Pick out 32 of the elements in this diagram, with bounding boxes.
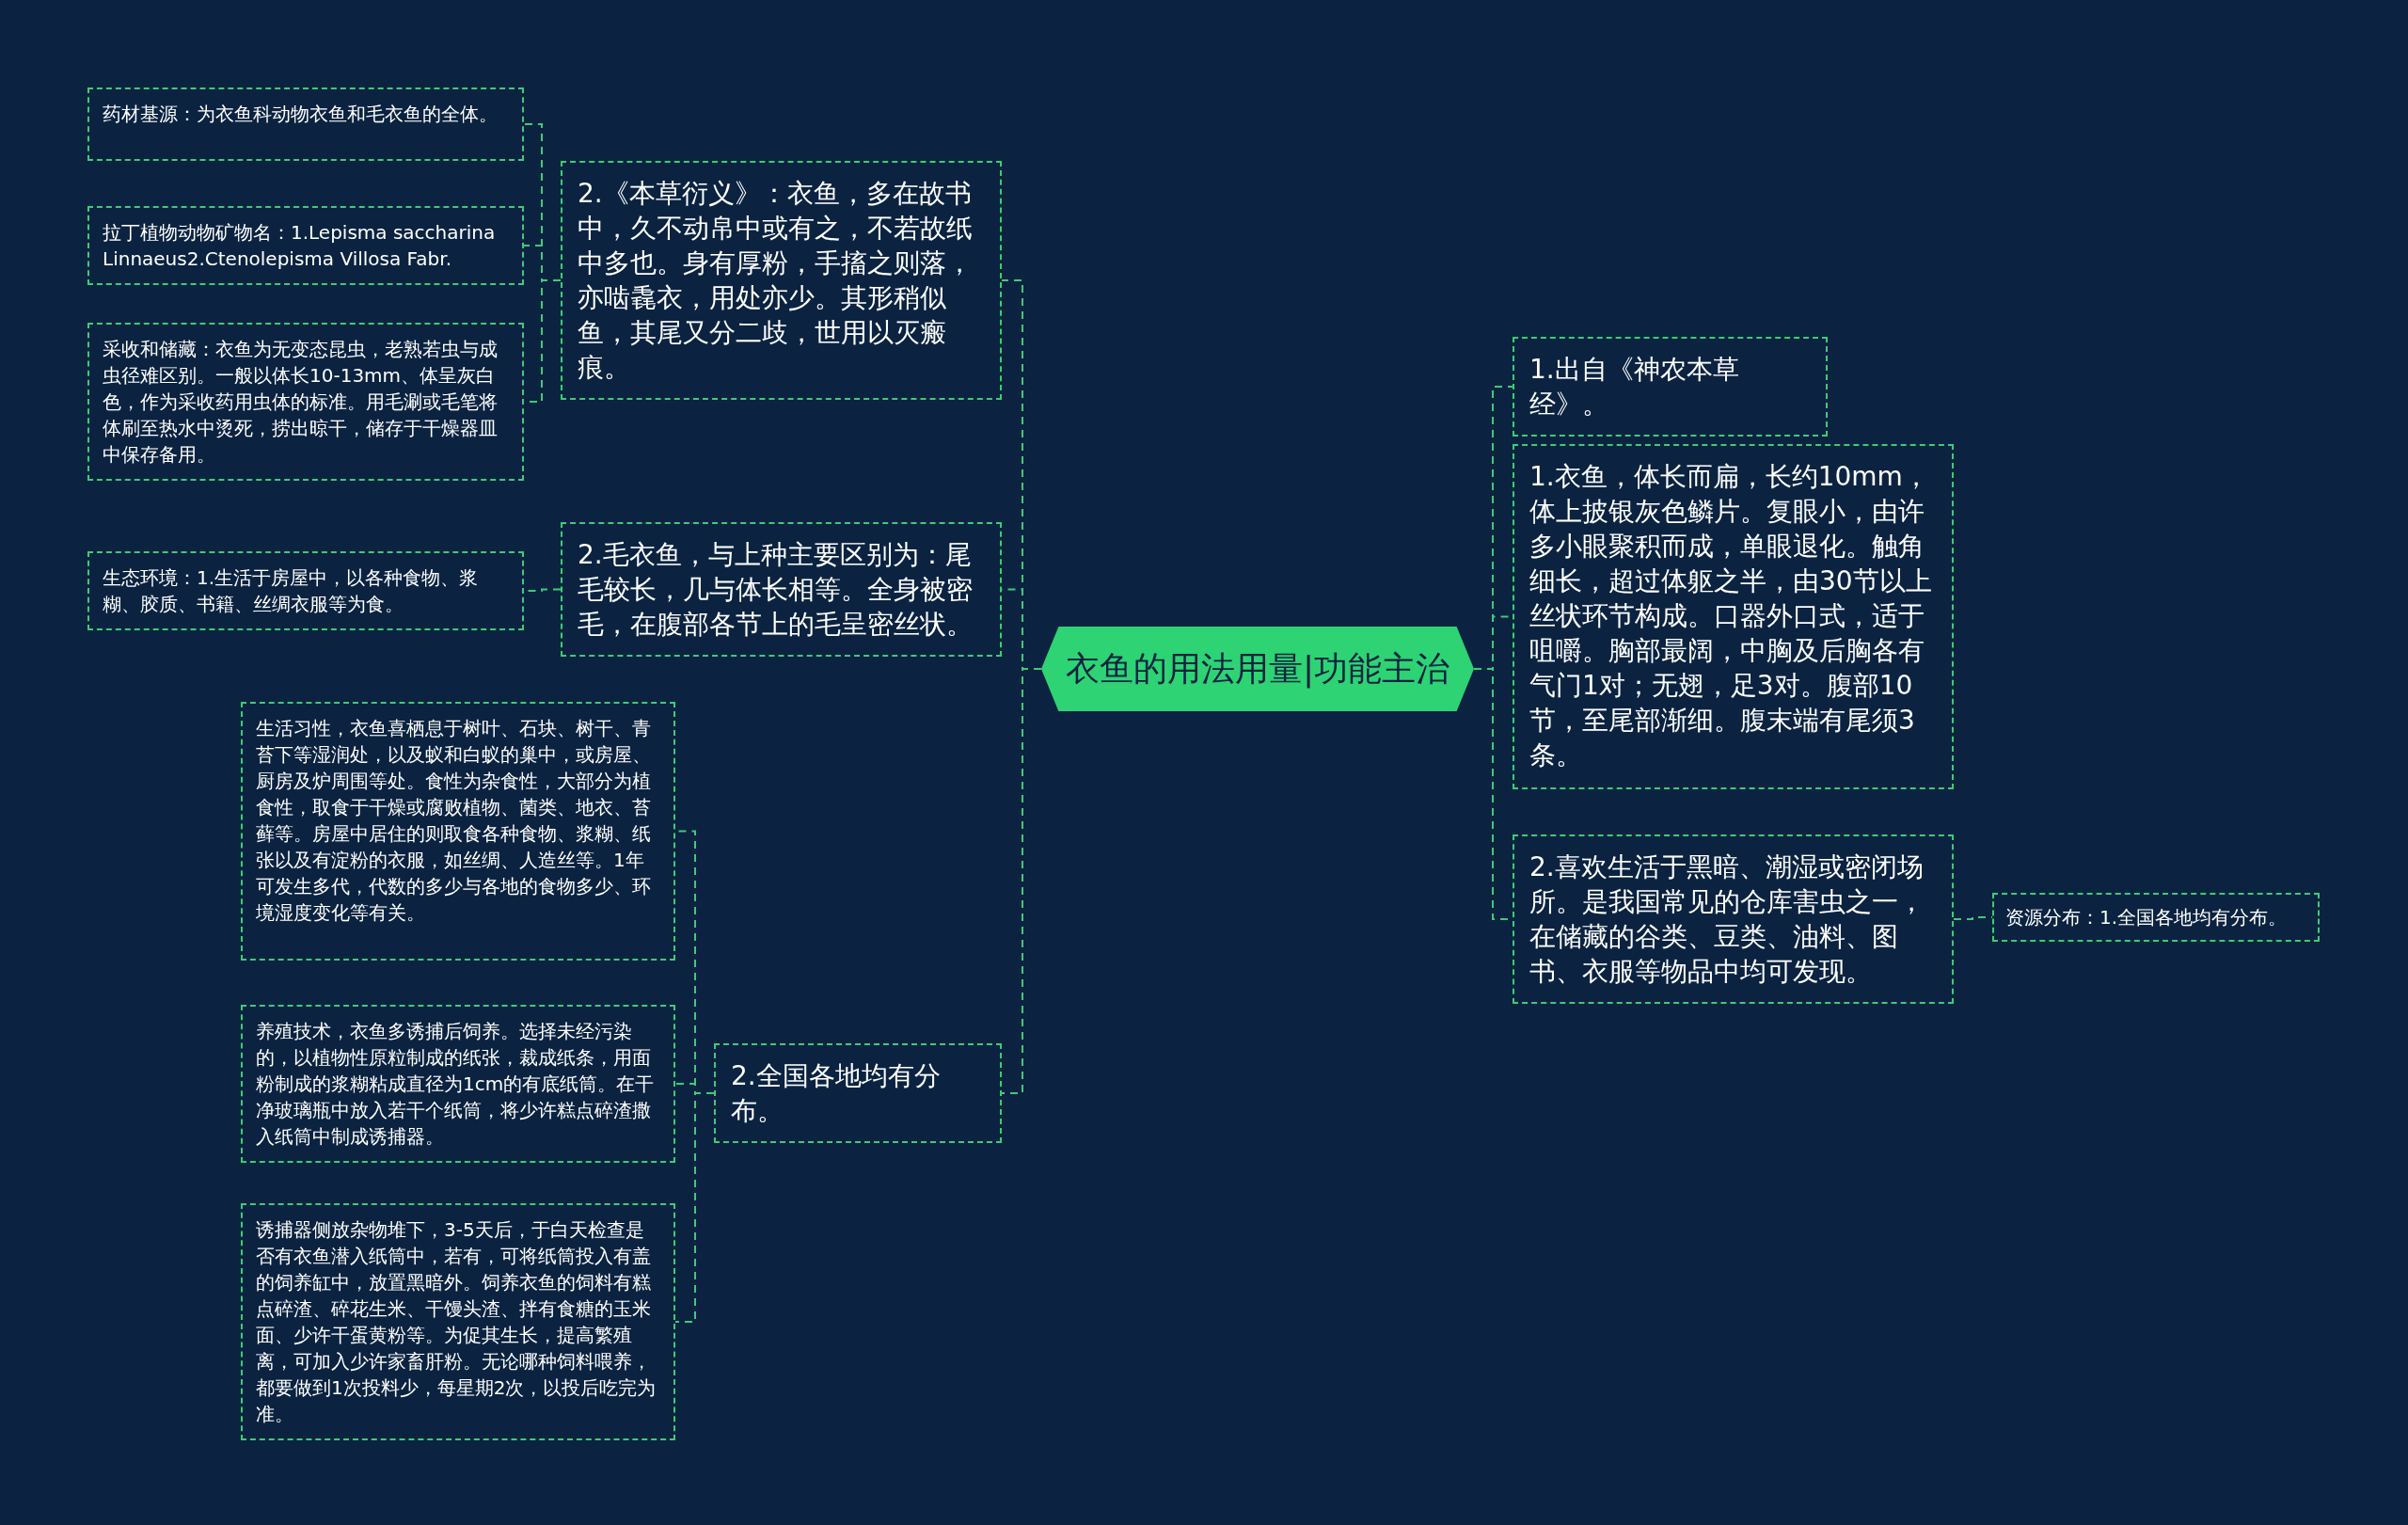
topic-text: 养殖技术，衣鱼多诱捕后饲养。选择未经污染的，以植物性原粒制成的纸张，裁成纸条，用面粉制成的浆糊粘成直径为1cm的有底纸筒。在干净玻璃瓶中放入若干个纸筒，将少许糕点碎渣撒入纸筒中制成诱捕器。 bbox=[256, 1019, 656, 1150]
connector-line bbox=[1953, 916, 1993, 920]
topic-text: 2.毛衣鱼，与上种主要区别为：尾毛较长，几与体长相等。全身被密毛，在腹部各节上的毛呈密丝状。 bbox=[578, 538, 974, 642]
topic-text: 衣鱼的用法用量|功能主治 bbox=[1065, 648, 1450, 690]
topic-text: 生活习性，衣鱼喜栖息于树叶、石块、树干、青苔下等湿润处，以及蚁和白蚁的巢中，或房屋、厨房及炉周围等处。食性为杂食性，大部分为植食性，取食于干燥或腐败植物、菌类、地衣、苔藓等。房屋中居住的则取食各种食物、浆糊、纸张以及有淀粉的衣服，如丝绸、人造丝等。1年可发生多代，代数的多少与各地的食物多少、环境湿度变化等有关。 bbox=[256, 716, 652, 926]
topic-text: 拉丁植物动物矿物名：1.Lepisma saccharina Linnaeus2.Ctenolepisma Villosa Fabr. bbox=[103, 220, 497, 272]
topic-box bbox=[1513, 834, 1954, 1004]
topic-box bbox=[241, 1005, 675, 1163]
connector-line bbox=[674, 1092, 715, 1323]
topic-text: 1.出自《神农本草经》。 bbox=[1529, 353, 1740, 421]
topic-box bbox=[1513, 444, 1954, 789]
topic-box bbox=[714, 1043, 1002, 1143]
topic-box bbox=[87, 323, 524, 481]
topic-box bbox=[87, 206, 524, 285]
topic-box bbox=[1513, 337, 1828, 437]
topic-text: 1.衣鱼，体长而扁，长约10mm，体上披银灰色鳞片。复眼小，由许多小眼聚积而成，单眼退化。触角细长，超过体躯之半，由30节以上丝状环节构成。口器外口式，适于咀嚼。胸部最阔，中胸及后胸各有气门1对；无翅，足3对。腹部10节，至尾部渐细。腹末端有尾须3条。 bbox=[1529, 460, 1933, 772]
topic-text: 2.《本草衍义》：衣鱼，多在故书中，久不动帛中或有之，不若故纸中多也。身有厚粉，手搐之则落，亦啮毳衣，用处亦少。其形稍似鱼，其尾又分二歧，世用以灭瘢痕。 bbox=[578, 177, 974, 385]
topic-text: 采收和储藏：衣鱼为无变态昆虫，老熟若虫与成虫径难区别。一般以体长10-13mm、体呈灰白色，作为采收药用虫体的标准。用毛涮或毛笔将体刷至热水中烫死，捞出晾干，储存于干燥器皿中保存备用。 bbox=[103, 337, 499, 468]
topic-box bbox=[87, 551, 524, 630]
topic-box bbox=[561, 161, 1002, 400]
topic-box bbox=[241, 1203, 675, 1440]
topic-text: 资源分布：1.全国各地均有分布。 bbox=[2005, 905, 2289, 930]
hexagon-node bbox=[1041, 627, 1474, 711]
topic-text: 诱捕器侧放杂物堆下，3-5天后，于白天检查是否有衣鱼潜入纸筒中，若有，可将纸筒投入有盖的饲养缸中，放置黑暗外。饲养衣鱼的饲料有糕点碎渣、碎花生米、干馒头渣、拌有食糖的玉米面、少许干蛋黄粉等。为促其生长，提高繁殖离，可加入少许家畜肝粉。无论哪种饲料喂养，都要做到1次投料少，每星期2次，以投后吃完为准。 bbox=[256, 1217, 657, 1427]
topic-box bbox=[87, 87, 524, 161]
topic-box bbox=[1992, 893, 2320, 942]
topic-text: 2.喜欢生活于黑暗、潮湿或密闭场所。是我国常见的仓库害虫之一，在储藏的谷类、豆类、油料、图书、衣服等物品中均可发现。 bbox=[1529, 850, 1925, 989]
topic-box bbox=[561, 522, 1002, 657]
topic-text: 2.全国各地均有分布。 bbox=[731, 1059, 942, 1128]
topic-text: 药材基源：为衣鱼科动物衣鱼和毛衣鱼的全体。 bbox=[103, 102, 499, 127]
topic-box bbox=[241, 702, 675, 961]
topic-text: 生态环境：1.生活于房屋中，以各种食物、浆糊、胶质、书籍、丝绸衣服等为食。 bbox=[103, 565, 480, 617]
